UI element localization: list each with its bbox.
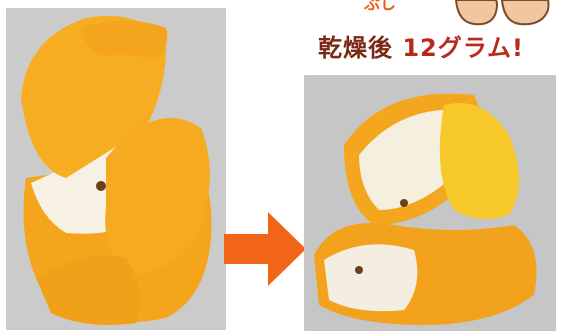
mascot-feet-icon: [454, 0, 550, 26]
stem-scar: [400, 199, 408, 207]
middle-wrap: [105, 118, 210, 274]
rolled-segment: [439, 103, 519, 219]
orange-peel-before-photo: [6, 8, 226, 330]
left-pith: [359, 109, 467, 210]
dried-peel-illustration: [304, 75, 556, 331]
dried-weight-caption: 乾燥後 12グラム!: [318, 28, 524, 63]
weight-label: 12グラム!: [402, 34, 524, 62]
stem-scar: [96, 181, 106, 191]
orange-peel-after-photo: [304, 75, 556, 331]
dried-label: 乾燥後: [318, 34, 393, 62]
caption-top-fragment: ぷし: [364, 0, 397, 13]
arrow-right-icon: [224, 212, 306, 286]
bottom-flap: [36, 255, 140, 326]
top-flap: [81, 20, 168, 58]
stem-scar-2: [355, 266, 363, 274]
bottom-pith: [324, 244, 418, 312]
fresh-peel-illustration: [6, 8, 226, 330]
